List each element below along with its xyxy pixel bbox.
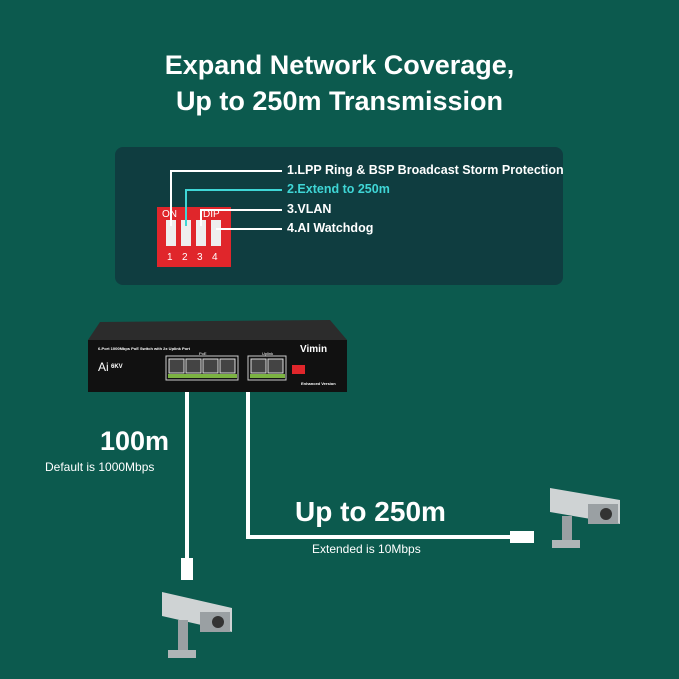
switch-top <box>88 320 347 340</box>
dip-num-3: 3 <box>197 252 203 263</box>
headline-line-2: Up to 250m Transmission <box>175 86 504 116</box>
feature-1: 1.LPP Ring & BSP Broadcast Storm Protect… <box>287 163 564 177</box>
feature-2: 2.Extend to 250m <box>287 182 390 196</box>
camera-icon-1 <box>162 592 232 658</box>
feature-3: 3.VLAN <box>287 202 332 216</box>
rj45-connector-1 <box>181 558 193 580</box>
dip-toggle-4 <box>211 220 221 246</box>
dip-toggles <box>166 220 221 246</box>
dip-on-label: ON <box>162 209 177 220</box>
extended-distance: Up to 250m <box>295 496 446 527</box>
device-uplink-label: Uplink <box>262 351 274 356</box>
poe-ports <box>168 358 236 374</box>
default-distance: 100m <box>100 426 170 456</box>
dip-toggle-2 <box>181 220 191 246</box>
device-ai-badge: Ai <box>98 360 109 374</box>
dip-toggle-3 <box>196 220 206 246</box>
uplink-ports <box>250 358 284 374</box>
cables <box>185 392 512 560</box>
device-edition: Enhanced Version <box>301 381 336 386</box>
dip-num-2: 2 <box>182 252 188 263</box>
feature-4: 4.AI Watchdog <box>287 221 374 235</box>
device-surge: 6KV <box>111 364 123 370</box>
extended-note: Extended is 10Mbps <box>312 542 421 556</box>
camera-icon-2 <box>550 488 620 548</box>
device-brand: Vimin <box>300 344 328 355</box>
device-dip-switch <box>292 365 305 374</box>
dip-toggle-1 <box>166 220 176 246</box>
leader-lines <box>170 170 282 230</box>
device-poe-label: PoE <box>199 351 207 356</box>
dip-num-1: 1 <box>167 252 173 263</box>
device-model-text: 6-Port 1000Mbps PoE Switch with 2x Uplin… <box>98 346 191 351</box>
default-note: Default is 1000Mbps <box>45 460 155 474</box>
headline-line-1: Expand Network Coverage, <box>164 50 515 80</box>
dip-dip-label: DIP <box>203 209 220 220</box>
dip-num-4: 4 <box>212 252 218 263</box>
rj45-connector-2 <box>510 531 534 543</box>
